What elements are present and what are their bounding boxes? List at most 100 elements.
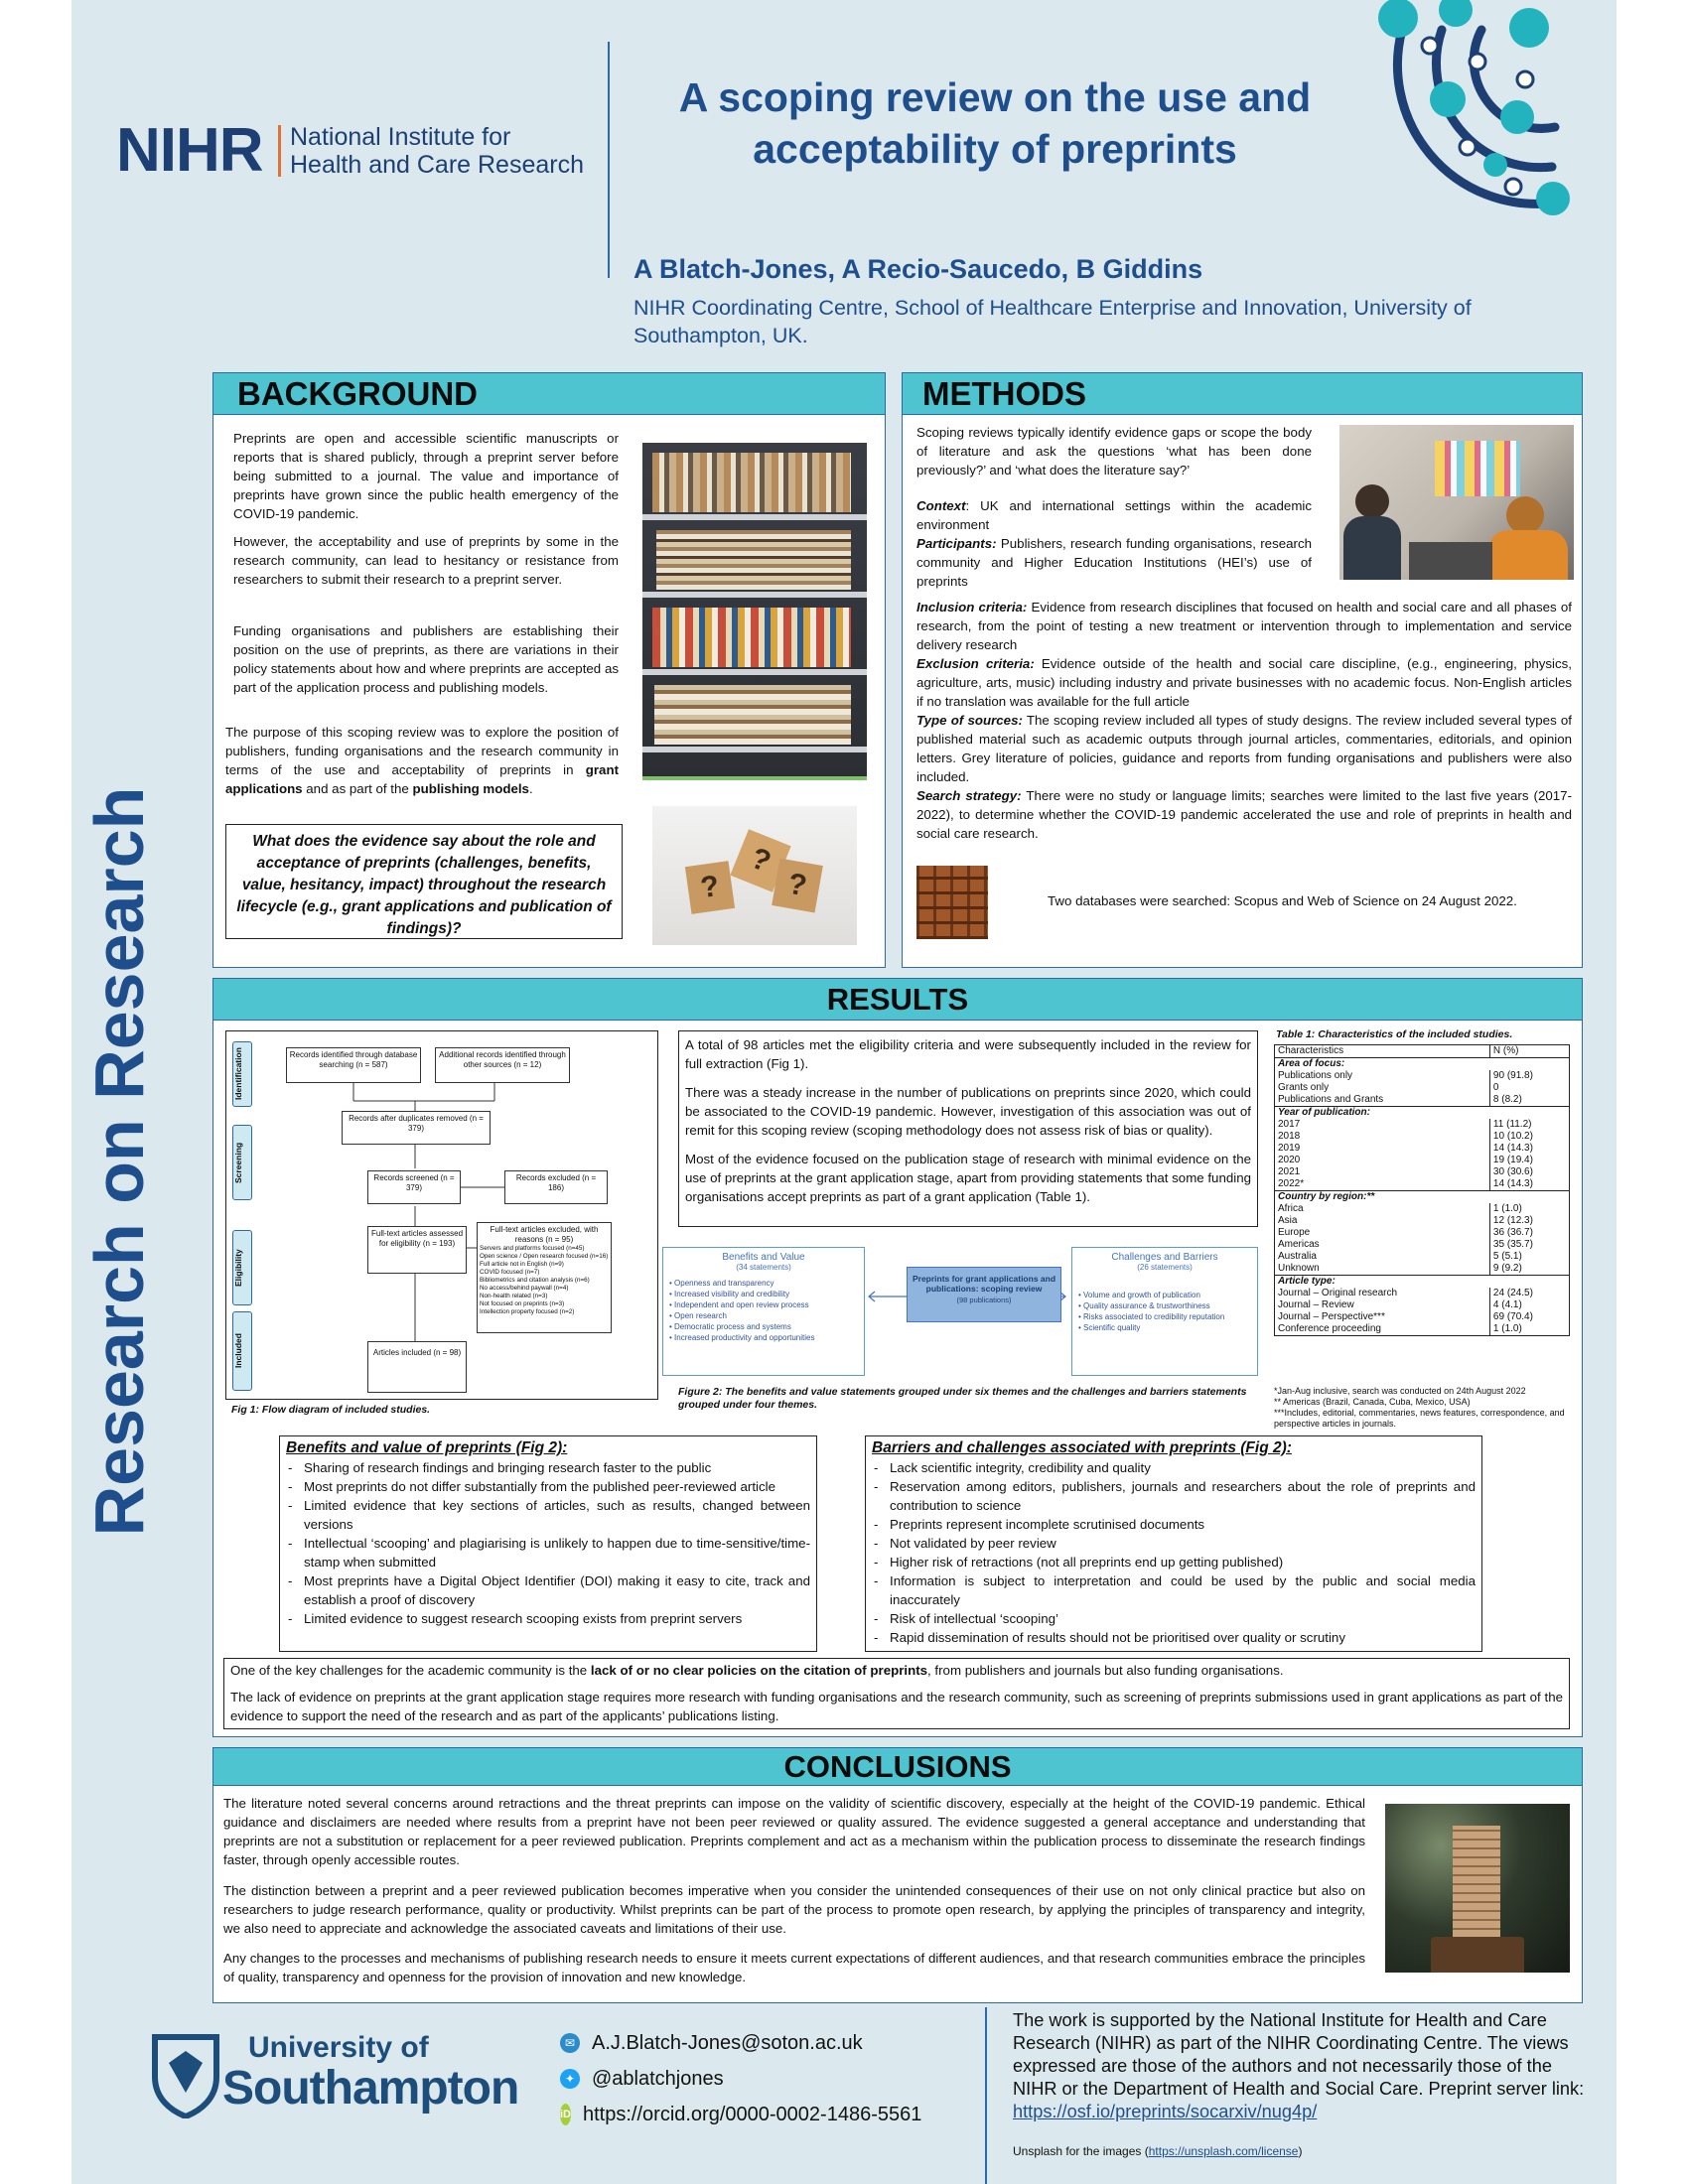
fig2-center-box: Preprints for grant applications and pub… xyxy=(907,1267,1061,1322)
table1-col2: N (%) xyxy=(1492,1045,1519,1056)
methods-databases: Two databases were searched: Scopus and … xyxy=(1048,893,1517,908)
table1-cell-value: 1 (1.0) xyxy=(1492,1323,1522,1334)
benefit-item: Limited evidence to suggest research sco… xyxy=(286,1609,810,1628)
preprint-link[interactable]: https://osf.io/preprints/socarxiv/nug4p/ xyxy=(1013,2102,1318,2121)
ft-excl-1: Open science / Open research focused (n=… xyxy=(480,1253,609,1260)
poster-title: A scoping review on the use and acceptab… xyxy=(628,71,1362,175)
fig2-challenge-2-text: Risks associated to credibility reputati… xyxy=(1083,1312,1225,1321)
poster-title-line2: acceptability of preprints xyxy=(753,126,1237,172)
fig2-benefit-5-text: Increased productivity and opportunities xyxy=(674,1333,815,1342)
benefits-title: Benefits and value of preprints (Fig 2): xyxy=(286,1439,568,1456)
barrier-item: Higher risk of retractions (not all prep… xyxy=(872,1553,1476,1571)
nihr-logo: NIHR National Institute for Health and C… xyxy=(116,117,633,187)
unsplash-a: Unsplash for the images ( xyxy=(1013,2144,1149,2158)
conclusions-p3: Any changes to the processes and mechani… xyxy=(223,1951,1365,1984)
unsplash-b: ) xyxy=(1298,2144,1303,2158)
background-p4-a: The purpose of this scoping review was t… xyxy=(225,725,619,777)
background-p4: The purpose of this scoping review was t… xyxy=(225,723,619,798)
methods-intro: Scoping reviews typically identify evide… xyxy=(916,425,1312,478)
contact-email[interactable]: ✉ A.J.Blatch-Jones@soton.ac.uk xyxy=(560,2025,888,2061)
email-icon: ✉ xyxy=(560,2033,580,2053)
flow-arrows xyxy=(352,1083,504,1341)
fig2-challenges-box: Challenges and Barriers (26 statements) … xyxy=(1071,1247,1258,1376)
figure2: Benefits and Value (34 statements) • Ope… xyxy=(662,1247,1258,1376)
contact-orcid[interactable]: iD https://orcid.org/0000-0002-1486-5561 xyxy=(560,2097,921,2132)
methods-participants-text: Publishers, research funding organisatio… xyxy=(916,536,1312,589)
flow-box-database: Records identified through database sear… xyxy=(286,1047,421,1083)
fig2-challenges-count: (26 statements) xyxy=(1137,1263,1193,1272)
flow-box-duplicates: Records after duplicates removed (n = 37… xyxy=(342,1111,491,1145)
results-text-p1: A total of 98 articles met the eligibili… xyxy=(685,1037,1251,1071)
table1-caption: Table 1: Characteristics of the included… xyxy=(1276,1028,1513,1040)
background-p4-e: . xyxy=(528,781,533,796)
conclusions-heading: CONCLUSIONS xyxy=(783,1749,1012,1784)
table1-cell-value: 5 (5.1) xyxy=(1492,1251,1522,1262)
methods-sources: Type of sources: The scoping review incl… xyxy=(916,711,1572,786)
methods-participants: Participants: Publishers, research fundi… xyxy=(916,534,1312,591)
table1-section-title: Country by region:** xyxy=(1278,1191,1375,1202)
table1-cell-value: 9 (9.2) xyxy=(1492,1263,1522,1274)
table1-cell-value: 24 (24.5) xyxy=(1492,1288,1533,1298)
table1-cell-value: 11 (11.2) xyxy=(1492,1119,1532,1130)
nihr-logo-sub1: National Institute for xyxy=(290,123,511,151)
table1-cell-label: Australia xyxy=(1275,1251,1490,1263)
table1-cell-label: 2019 xyxy=(1275,1143,1490,1155)
contact-twitter[interactable]: ✦ @ablatchjones xyxy=(560,2061,888,2097)
fig2-challenge-2: • Risks associated to credibility reputa… xyxy=(1078,1312,1225,1321)
methods-participants-label: Participants: xyxy=(916,536,997,551)
methods-exclusion-text: Evidence outside of the health and socia… xyxy=(916,656,1572,709)
footer-divider xyxy=(985,2007,987,2184)
unsplash-link[interactable]: https://unsplash.com/license xyxy=(1148,2144,1299,2158)
unsplash-credit: Unsplash for the images (https://unsplas… xyxy=(1013,2144,1302,2158)
flow-box-fulltext-excluded-title: Full-text articles excluded, with reason… xyxy=(490,1225,599,1244)
uni-line1: University of xyxy=(248,2031,429,2064)
flow-box-fulltext: Full-text articles assessed for eligibil… xyxy=(367,1226,467,1274)
barrier-item: Preprints represent incomplete scrutinis… xyxy=(872,1515,1476,1534)
methods-heading: METHODS xyxy=(922,375,1086,412)
shield-icon xyxy=(152,2034,219,2118)
fig2-benefit-2-text: Independent and open review process xyxy=(674,1300,809,1309)
nihr-logo-main: NIHR xyxy=(116,116,264,185)
meeting-photo xyxy=(1339,425,1574,580)
affiliation: NIHR Coordinating Centre, School of Heal… xyxy=(633,296,1472,347)
card-catalogue-image xyxy=(916,866,988,939)
background-header: BACKGROUND xyxy=(213,373,885,415)
table1-row: Journal – Perspective***69 (70.4) xyxy=(1275,1311,1569,1323)
dice-1: ? xyxy=(684,861,736,914)
table1-col1: Characteristics xyxy=(1275,1045,1490,1058)
table1-cell-label: Publications and Grants xyxy=(1275,1094,1490,1107)
flow-box-included: Articles included (n = 98) xyxy=(367,1341,467,1393)
barriers-box: Barriers and challenges associated with … xyxy=(865,1435,1482,1652)
table1-cell-value: 35 (35.7) xyxy=(1492,1239,1533,1250)
methods-search: Search strategy: There were no study or … xyxy=(916,786,1572,843)
barrier-item: Information is subject to interpretation… xyxy=(872,1571,1476,1609)
methods-inclusion-label: Inclusion criteria: xyxy=(916,600,1028,614)
fig2-benefit-4-text: Democratic process and systems xyxy=(674,1322,791,1331)
methods-inclusion-text: Evidence from research disciplines that … xyxy=(916,600,1572,652)
table1-cell-label: Americas xyxy=(1275,1239,1490,1251)
fig2-benefit-1-text: Increased visibility and credibility xyxy=(674,1290,790,1298)
fig2-caption: Figure 2: The benefits and value stateme… xyxy=(678,1386,1247,1411)
side-title-text: Research on Research xyxy=(80,786,158,1537)
question-dice-image: ? ? ? xyxy=(652,806,857,945)
fig2-benefit-3-text: Open research xyxy=(674,1311,727,1320)
table1-cell-value: 90 (91.8) xyxy=(1492,1070,1533,1081)
methods-search-label: Search strategy: xyxy=(916,788,1022,803)
methods-inclusion: Inclusion criteria: Evidence from resear… xyxy=(916,598,1572,654)
table1-cell-label: 2018 xyxy=(1275,1131,1490,1143)
table1-note1: *Jan-Aug inclusive, search was conducted… xyxy=(1274,1386,1526,1396)
table1-notes: *Jan-Aug inclusive, search was conducted… xyxy=(1274,1386,1578,1430)
funding-text: The work is supported by the National In… xyxy=(1013,2010,1569,2099)
methods-sources-label: Type of sources: xyxy=(916,713,1023,728)
methods-panel: METHODS Scoping reviews typically identi… xyxy=(902,372,1583,968)
barriers-title: Barriers and challenges associated with … xyxy=(872,1439,1292,1456)
